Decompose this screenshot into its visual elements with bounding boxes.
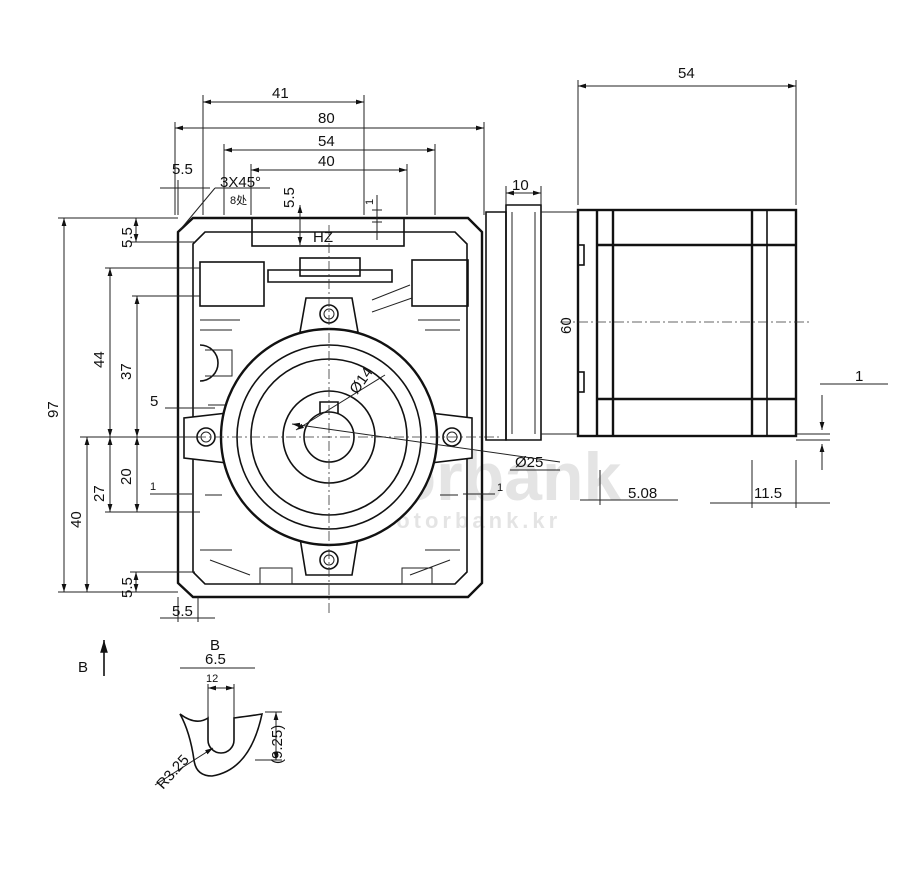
adaptor-flange [485, 211, 507, 441]
dim-h-1-right: 1 [497, 482, 503, 494]
adaptor-inner-lines [511, 211, 578, 435]
dim-motor-60: 60 [558, 317, 575, 334]
housing-inner [192, 231, 468, 585]
dim-motor-54: 54 [678, 65, 695, 82]
top-key-block [299, 257, 361, 277]
dim-h-1-left: 1 [150, 481, 156, 493]
dim-chamfer-sub: 8处 [230, 194, 247, 207]
motor-body [576, 208, 798, 438]
top-rib [267, 269, 393, 283]
dim-left-5-5-top: 5.5 [172, 161, 193, 178]
dim-top-40: 40 [318, 153, 335, 170]
motor-side-view [485, 204, 830, 441]
dim-motor-1: 1 [855, 368, 863, 385]
housing-outline [176, 216, 484, 599]
dim-w-5-5-bottom: 5.5 [172, 603, 193, 620]
dim-h-97: 97 [45, 401, 62, 418]
detail-b: B B 6.5 12 (9.25) R3.25 [78, 637, 286, 793]
dim-h-27: 27 [91, 485, 108, 502]
dim-slot-1: 1 [364, 199, 376, 205]
dim-motor-11-5: 11.5 [754, 485, 782, 502]
dim-h-20: 20 [118, 468, 135, 485]
top-slot [251, 217, 405, 247]
gearbox-front-view [160, 216, 500, 615]
dim-h-5: 5 [150, 393, 158, 410]
left-boss [199, 344, 219, 382]
dim-chamfer: 3X45° [220, 174, 261, 191]
dim-hz: HZ [313, 229, 333, 246]
detail-title-b: B [210, 637, 220, 654]
side-slots [205, 404, 458, 496]
bottom-right-boss [401, 567, 433, 585]
dim-flange-10: 10 [512, 177, 529, 194]
view-marker-b: B [78, 659, 88, 676]
left-upper-block [199, 261, 265, 307]
adaptor-body [505, 204, 542, 441]
dim-h-37: 37 [118, 363, 135, 380]
dim-slot-5-5: 5.5 [281, 187, 298, 208]
detail-w-12: 12 [206, 673, 218, 685]
dim-top-41: 41 [272, 85, 289, 102]
detail-r-3-25: R3.25 [153, 752, 192, 793]
motor-small-tab-bottom [577, 371, 585, 393]
dimension-lines [58, 80, 888, 622]
dim-left-5-5-mid: 5.5 [119, 227, 136, 248]
left-boss-inner [205, 349, 233, 377]
dim-h-40: 40 [68, 511, 85, 528]
bottom-left-boss [259, 567, 293, 585]
motor-small-tab-top [577, 244, 585, 266]
detail-w-6-5: 6.5 [205, 651, 226, 668]
detail-h-9-25: (9.25) [269, 725, 286, 764]
dimension-text: 41 80 54 40 3X45° 8处 5.5 5.5 1 HZ 5.5 97… [45, 65, 863, 620]
dim-h-5-5-bottom: 5.5 [119, 577, 136, 598]
dim-h-44: 44 [91, 351, 108, 368]
right-upper-block [411, 259, 469, 307]
detail-keyway-profile [179, 713, 264, 777]
dim-phi25: Ø25 [515, 454, 543, 471]
dim-top-54: 54 [318, 133, 335, 150]
dim-top-80: 80 [318, 110, 335, 127]
dim-motor-5-08: 5.08 [628, 485, 657, 502]
